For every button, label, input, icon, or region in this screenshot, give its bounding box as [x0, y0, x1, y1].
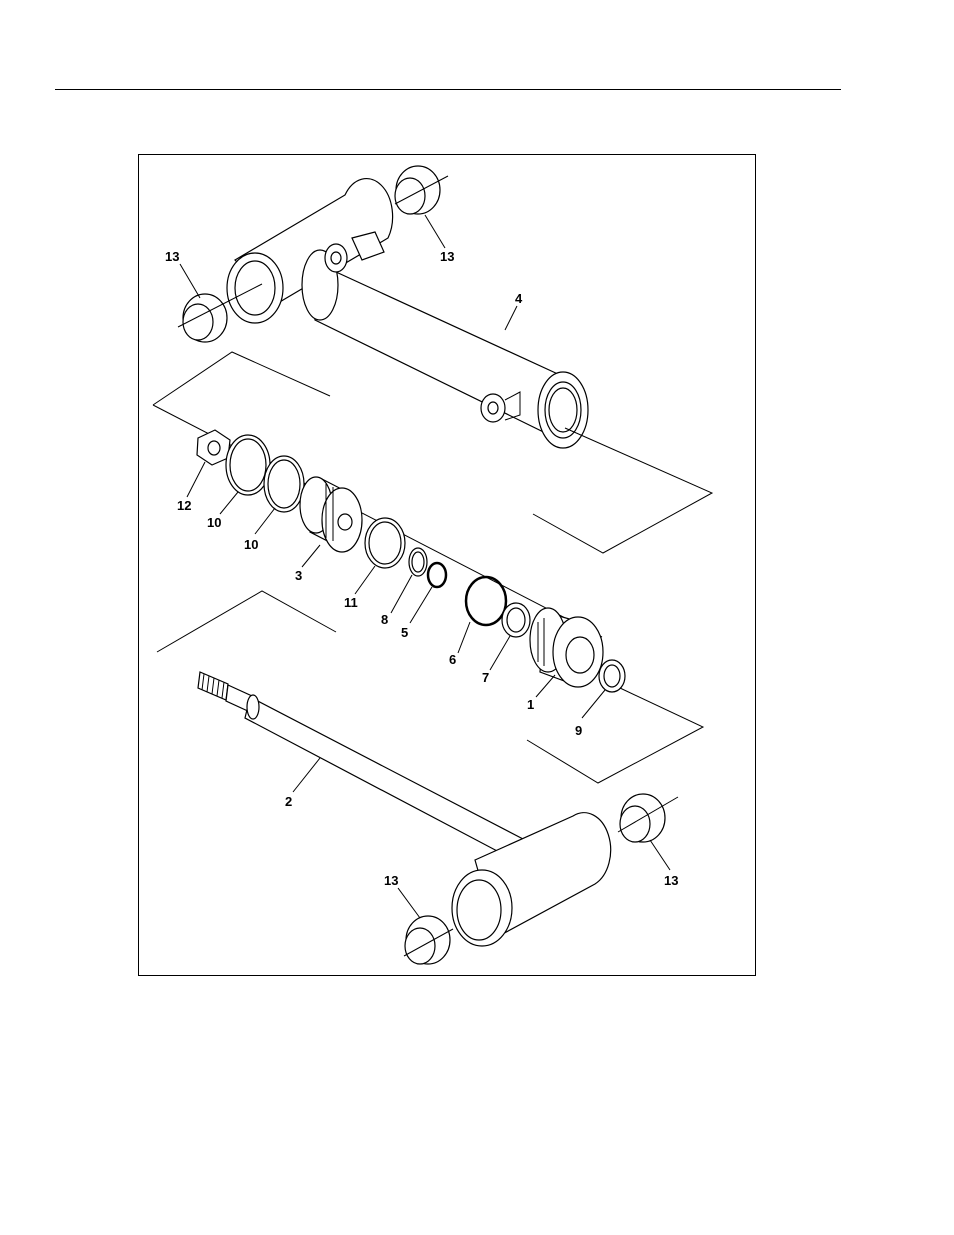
seal-10a	[226, 435, 270, 495]
callout-8: 8	[381, 612, 388, 627]
callout-13-top-left: 13	[165, 249, 179, 264]
cylinder-barrel	[227, 179, 588, 448]
callout-10-a: 10	[207, 515, 221, 530]
callout-9: 9	[575, 723, 582, 738]
wiper-9	[599, 660, 625, 692]
callout-6: 6	[449, 652, 456, 667]
piston-3	[300, 477, 362, 552]
callout-11: 11	[344, 595, 358, 610]
callout-2: 2	[285, 794, 292, 809]
rod-2	[198, 672, 525, 862]
bushing-top-right	[395, 166, 440, 214]
bushing-bottom-left	[405, 916, 450, 964]
wear-ring-11	[365, 518, 405, 568]
callout-3: 3	[295, 568, 302, 583]
callout-13-bottom-right: 13	[664, 873, 678, 888]
callout-10-b: 10	[244, 537, 258, 552]
callout-13-bottom-left: 13	[384, 873, 398, 888]
head-gland-1	[530, 608, 603, 687]
callout-1: 1	[527, 697, 534, 712]
callout-5: 5	[401, 625, 408, 640]
callout-7: 7	[482, 670, 489, 685]
bushing-top-left	[183, 294, 227, 342]
callout-4: 4	[515, 291, 523, 306]
callout-12: 12	[177, 498, 191, 513]
o-ring-5	[428, 563, 446, 587]
o-ring-6	[466, 577, 506, 625]
nut-12	[197, 430, 230, 465]
ring-7	[502, 603, 530, 637]
callout-13-top-right: 13	[440, 249, 454, 264]
seal-10b	[264, 456, 304, 512]
ring-8	[409, 548, 427, 576]
